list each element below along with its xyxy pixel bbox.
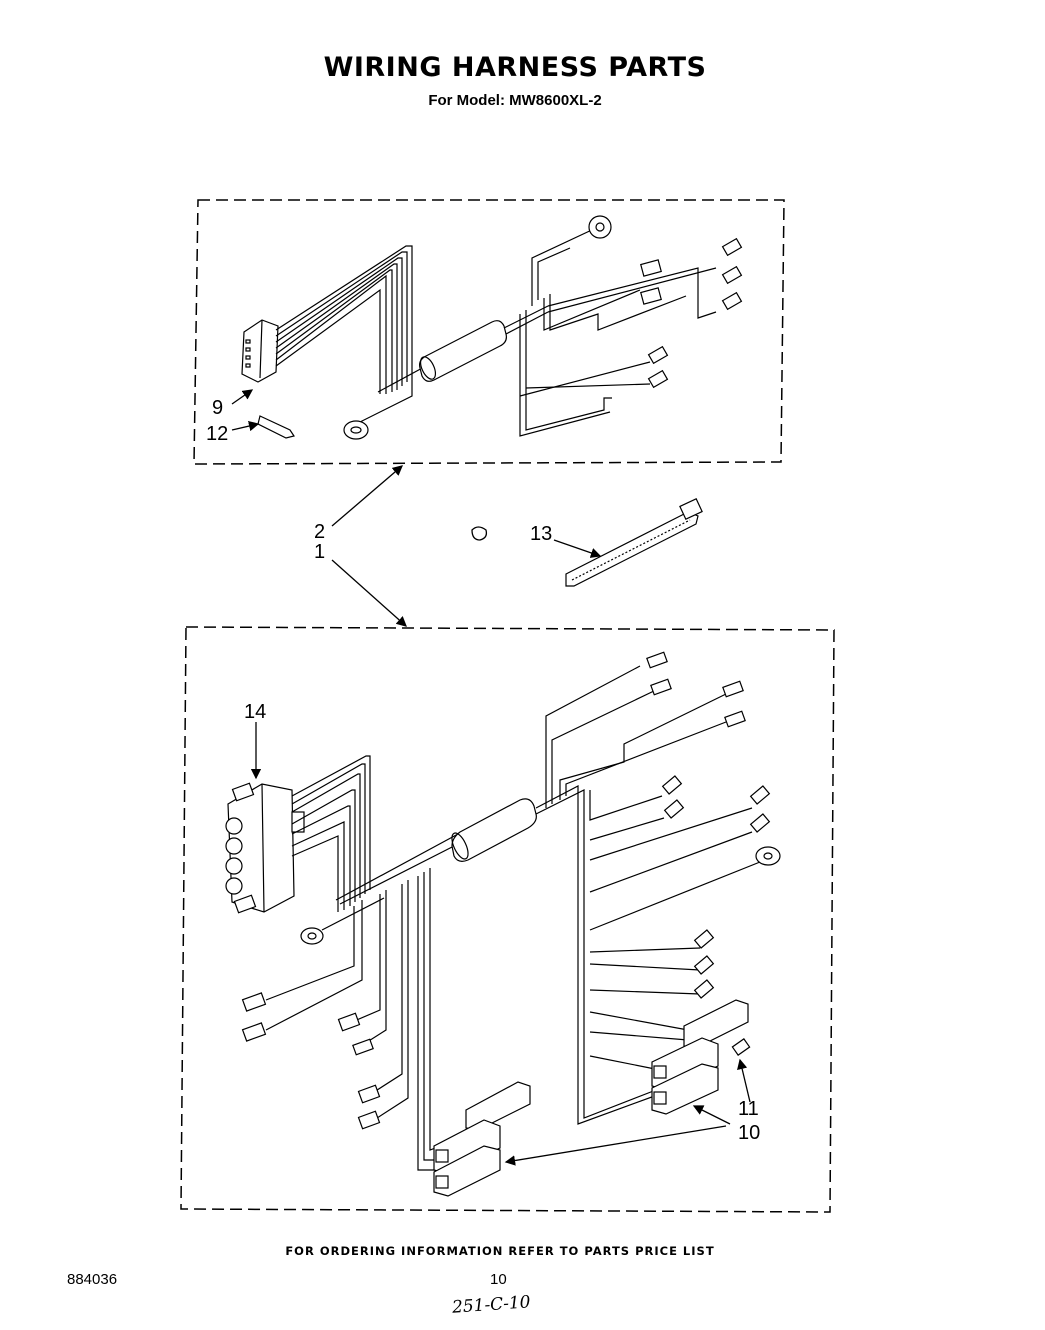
lower-wiring-harness (225, 651, 781, 1197)
part-nut (471, 526, 488, 541)
ordering-note: FOR ORDERING INFORMATION REFER TO PARTS … (285, 1244, 715, 1258)
callout-leaders (231, 389, 751, 1166)
lower-spade-terminals (241, 651, 771, 1130)
callout-14: 14 (244, 701, 266, 723)
page-number: 10 (490, 1271, 507, 1288)
connector-block-9 (241, 319, 279, 383)
lower-harness-frame (180, 626, 835, 1213)
callout-1: 1 (314, 541, 325, 563)
callout-2: 2 (314, 521, 325, 543)
model-subtitle: For Model: MW8600XL-2 (428, 92, 602, 109)
lower-ring-terminal-left (300, 927, 324, 945)
part-12-clip (257, 415, 295, 439)
upper-spade-terminals (640, 237, 743, 389)
callout-11: 11 (738, 1098, 759, 1120)
part-13-cable-tie (565, 498, 703, 587)
upper-ring-terminal-top (588, 215, 612, 239)
lower-ring-terminal-right (755, 846, 781, 866)
page-title: WIRING HARNESS PARTS (323, 52, 707, 83)
upper-harness-sleeve (419, 320, 507, 382)
part-11-terminal (731, 1038, 751, 1056)
callout-12: 12 (206, 423, 228, 445)
part-10-housing-left (433, 1081, 531, 1197)
lower-harness-sleeve (451, 798, 537, 862)
part-10-housing-right (651, 999, 749, 1115)
callout-9: 9 (212, 397, 223, 419)
upper-harness-frame (193, 199, 785, 465)
upper-ring-terminal-bottom (343, 420, 369, 440)
document-number: 884036 (67, 1271, 118, 1288)
upper-wiring-harness (241, 215, 743, 440)
callout-13: 13 (530, 523, 552, 545)
connector-block-14 (225, 782, 305, 914)
callout-10: 10 (738, 1122, 760, 1144)
